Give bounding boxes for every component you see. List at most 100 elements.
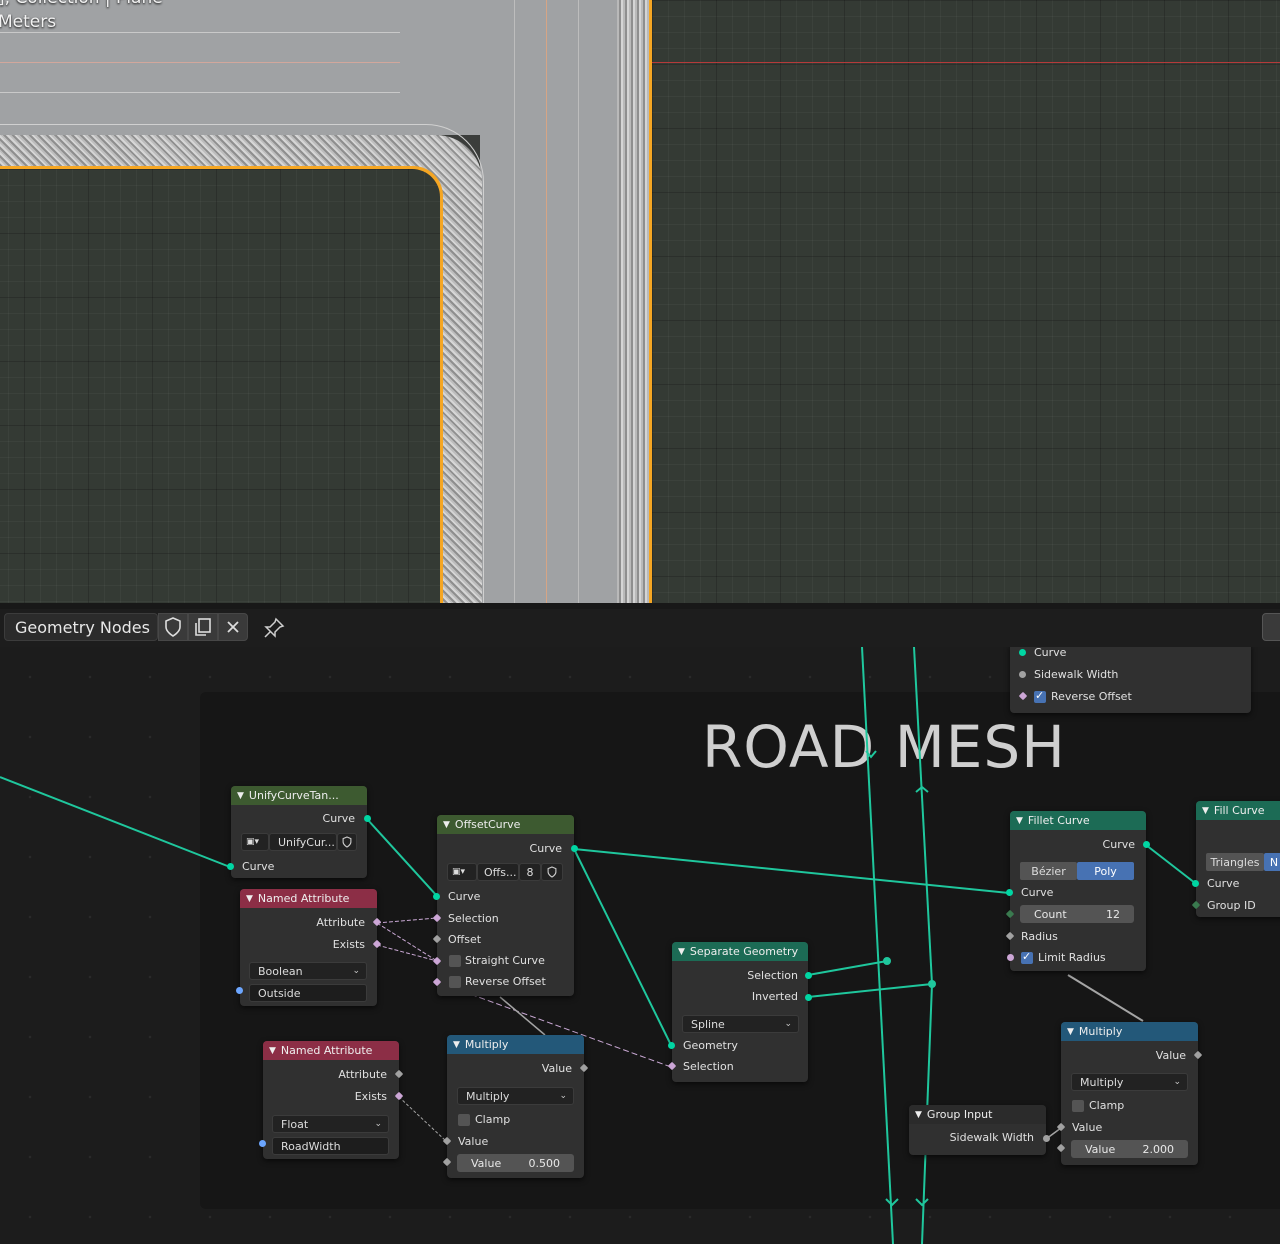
lane-line	[0, 62, 400, 63]
node-tree-name-field[interactable]: Geometry Nodes	[4, 613, 158, 641]
duplicate-button[interactable]	[188, 613, 218, 641]
field-value: Outside	[258, 986, 301, 1000]
node-header[interactable]: ▼Fillet Curve	[1010, 811, 1146, 830]
viewport-overlay-units: Meters	[0, 12, 57, 32]
node-named-attribute-roadwidth[interactable]: ▼Named Attribute Attribute Exists Float⌄…	[259, 1041, 404, 1159]
field-value: 2.000	[1142, 1142, 1175, 1156]
socket-curve-out[interactable]	[364, 815, 371, 822]
node-fillet-curve[interactable]: ▼Fillet Curve Curve Bézier Poly Curve Co…	[1005, 811, 1150, 971]
node-named-attribute-outside[interactable]: ▼Named Attribute Attribute Exists Boolea…	[236, 889, 382, 1006]
socket-label: Value	[541, 1062, 572, 1075]
socket-curve-out[interactable]	[571, 845, 578, 852]
lane-line	[514, 0, 515, 603]
socket-selection-out[interactable]	[805, 972, 812, 979]
chevron-down-icon: ⌄	[784, 1019, 792, 1029]
socket-label: Reverse Offset	[1051, 690, 1132, 703]
mode-poly-button[interactable]: Poly	[1077, 862, 1134, 880]
data-type-dropdown[interactable]: Float⌄	[272, 1115, 389, 1133]
mode-triangles-button[interactable]: Triangles	[1206, 853, 1264, 871]
reverse-offset-checkbox[interactable]	[1034, 689, 1046, 703]
node-group-name[interactable]: Offs...	[477, 863, 519, 881]
socket-label: Reverse Offset	[465, 975, 546, 988]
node-header[interactable]: ▼Separate Geometry	[672, 942, 808, 961]
socket-label: Offset	[448, 933, 482, 946]
mode-bezier-button[interactable]: Bézier	[1020, 862, 1077, 880]
fake-user-button[interactable]	[158, 613, 188, 641]
fake-user-toggle[interactable]	[337, 833, 357, 851]
node-header[interactable]: ▼Multiply	[1061, 1022, 1198, 1041]
straight-curve-checkbox[interactable]	[449, 955, 461, 967]
node-group-selector[interactable]: ▣▾	[447, 863, 477, 881]
operation-dropdown[interactable]: Multiply⌄	[1071, 1073, 1188, 1091]
node-fill-curve[interactable]: ▼Fill Curve Triangles N Curve Group ID	[1191, 801, 1280, 917]
socket-sidewalk-width-out[interactable]	[1043, 1135, 1050, 1142]
socket-sidewalk-width[interactable]	[1019, 671, 1026, 678]
node-header[interactable]: ▼UnifyCurveTan...	[231, 786, 367, 805]
node-title: Multiply	[1078, 1025, 1123, 1038]
reverse-offset-checkbox[interactable]	[449, 976, 461, 988]
pin-button[interactable]	[260, 615, 288, 641]
user-count[interactable]: 8	[519, 863, 541, 881]
socket-label: Value	[1155, 1049, 1186, 1062]
data-type-dropdown[interactable]: Boolean⌄	[249, 962, 367, 980]
node-group-selector[interactable]: ▣▾	[241, 833, 269, 851]
field-value: 12	[1106, 907, 1120, 921]
node-title: Group Input	[926, 1108, 993, 1121]
attribute-name-field[interactable]: Outside	[249, 984, 367, 1002]
count-field[interactable]: Count 12	[1020, 905, 1134, 923]
node-title: UnifyCurveTan...	[248, 789, 339, 802]
socket-curve-out[interactable]	[1143, 841, 1150, 848]
socket-label: Selection	[747, 969, 798, 982]
mode-ngons-button[interactable]: N	[1264, 853, 1280, 871]
node-multiply-half[interactable]: ▼Multiply Value Multiply⌄ Clamp Value Va…	[442, 1035, 589, 1178]
node-offset-curve[interactable]: ▼OffsetCurve Curve ▣▾ Offs... 8 Curve Se…	[432, 815, 578, 996]
socket-limit-radius-in[interactable]	[1007, 954, 1014, 961]
node-unify-curve-tangents[interactable]: ▼UnifyCurveTan... Curve ▣▾ UnifyCur... C…	[227, 786, 371, 878]
domain-dropdown[interactable]: Spline⌄	[682, 1015, 799, 1033]
node-multiply-double[interactable]: ▼Multiply Value Multiply⌄ Clamp Value Va…	[1056, 1022, 1203, 1165]
node-header[interactable]: ▼Named Attribute	[240, 889, 377, 908]
lane-line	[0, 32, 400, 33]
socket-curve-in[interactable]	[1006, 889, 1013, 896]
limit-radius-checkbox[interactable]	[1021, 950, 1033, 964]
area-splitter[interactable]	[0, 603, 1280, 609]
fake-user-toggle[interactable]	[541, 863, 563, 881]
clamp-checkbox[interactable]	[458, 1114, 470, 1126]
overlay-button[interactable]	[1262, 613, 1280, 641]
node-group-input[interactable]: ▼Group Input Sidewalk Width	[909, 1105, 1050, 1155]
node-separate-geometry[interactable]: ▼Separate Geometry Selection Inverted Sp…	[667, 942, 812, 1082]
dropdown-value: Multiply	[466, 1089, 510, 1103]
socket-curve-in[interactable]	[227, 863, 234, 870]
node-header[interactable]: ▼Multiply	[447, 1035, 584, 1054]
socket-curve[interactable]	[1019, 649, 1026, 656]
attribute-name-field[interactable]: RoadWidth	[272, 1137, 389, 1155]
pin-icon	[264, 617, 285, 638]
operation-dropdown[interactable]: Multiply⌄	[457, 1087, 574, 1105]
socket-label: Curve	[529, 842, 562, 855]
node-title: OffsetCurve	[454, 818, 521, 831]
socket-curve-in[interactable]	[433, 893, 440, 900]
x-axis-line	[652, 62, 1280, 63]
socket-label: Curve	[1207, 877, 1240, 890]
clamp-checkbox[interactable]	[1072, 1100, 1084, 1112]
socket-curve-in[interactable]	[1192, 880, 1199, 887]
node-header[interactable]: ▼Fill Curve	[1196, 801, 1280, 820]
socket-reverse-offset[interactable]	[1018, 691, 1028, 701]
socket-geometry-in[interactable]	[668, 1042, 675, 1049]
socket-label: Curve	[322, 812, 355, 825]
field-label: Count	[1034, 907, 1067, 921]
node-editor-canvas[interactable]: ROAD MESH	[0, 647, 1280, 1244]
node-top-partial[interactable]: Curve Sidewalk Width Reverse Offset	[1010, 647, 1251, 713]
socket-name-in[interactable]	[259, 1140, 266, 1147]
node-header[interactable]: ▼OffsetCurve	[437, 815, 574, 834]
socket-name-in[interactable]	[236, 987, 243, 994]
unlink-button[interactable]	[218, 613, 248, 641]
3d-viewport[interactable]: ], Collection | Plane Meters	[0, 0, 1280, 603]
lane-line	[546, 0, 547, 603]
socket-inverted-out[interactable]	[805, 994, 812, 1001]
node-header[interactable]: ▼Named Attribute	[263, 1041, 399, 1060]
node-group-name[interactable]: UnifyCur...	[269, 833, 337, 851]
node-header[interactable]: ▼Group Input	[909, 1105, 1046, 1124]
